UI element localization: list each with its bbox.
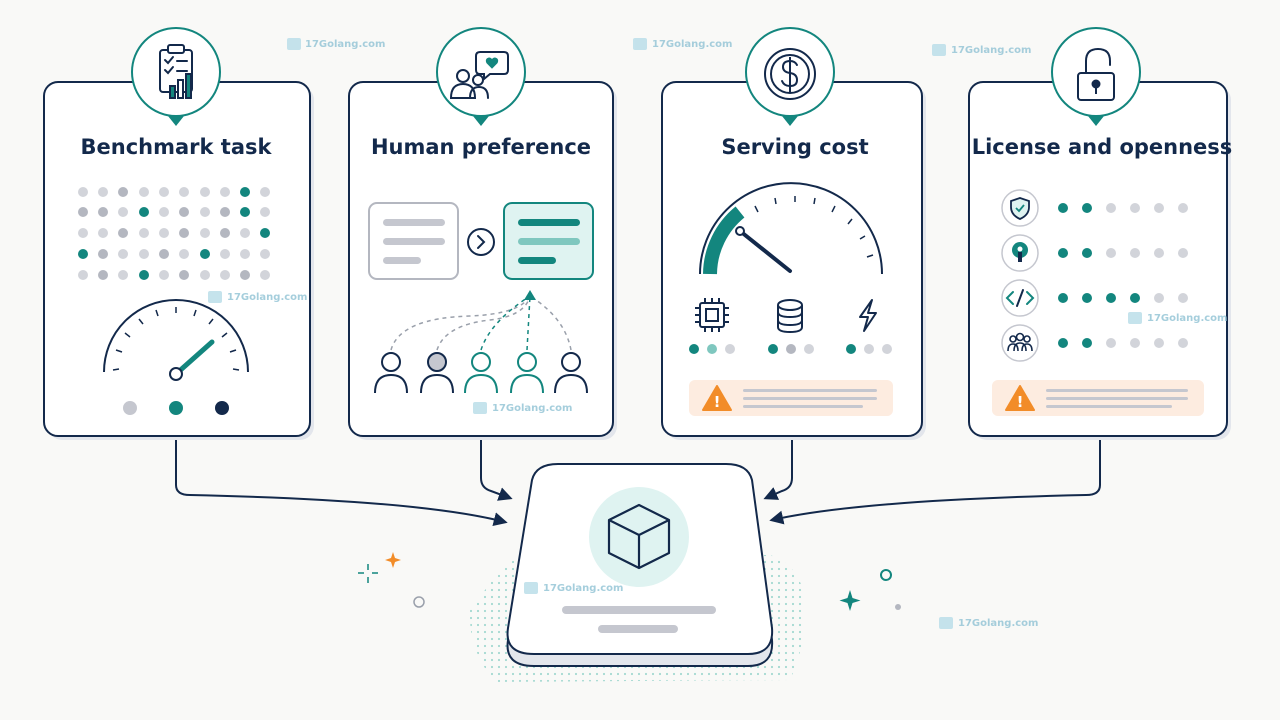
connector-license [769, 437, 1101, 525]
cost-gauge [699, 182, 883, 275]
sparkle-icon [839, 590, 861, 611]
svg-text:!: ! [714, 393, 721, 411]
license-row-code [1001, 279, 1188, 317]
person-icon [554, 352, 588, 394]
keyhole-icon [1012, 242, 1028, 262]
watermark: 17Golang.com [633, 38, 732, 50]
license-row-key [1001, 234, 1188, 272]
warning-icon [1005, 385, 1035, 411]
card-benchmark: Benchmark task [43, 27, 314, 440]
voters-row [374, 352, 588, 394]
person-icon [420, 352, 454, 394]
cpu-chip-icon [695, 298, 729, 332]
sparkle-icon [358, 564, 378, 583]
person-icon [464, 352, 498, 394]
card-preference: Human preference [348, 27, 617, 440]
watermark: 17Golang.com [932, 44, 1031, 56]
connectors [175, 437, 1101, 526]
card-title: Human preference [371, 135, 591, 159]
benchmark-legend-dots [123, 401, 229, 415]
watermark: 17Golang.com [208, 291, 307, 303]
svg-text:!: ! [1017, 393, 1024, 411]
connector-cost [763, 437, 793, 500]
vote-lines [390, 295, 572, 351]
svg-text:17Golang.com: 17Golang.com [951, 45, 1031, 56]
dollar-coin-icon [764, 48, 816, 100]
comparison-chevron-icon [467, 228, 495, 256]
icon-badge [436, 27, 526, 117]
svg-text:17Golang.com: 17Golang.com [1147, 313, 1227, 324]
watermarks: 17Golang.com 17Golang.com 17Golang.com 1… [208, 38, 1227, 629]
person-icon [374, 352, 408, 394]
central-model-hub [469, 463, 806, 682]
watermark: 17Golang.com [939, 617, 1038, 629]
code-brackets-icon [1005, 289, 1035, 307]
person-icon [510, 352, 544, 394]
cost-warning-banner: ! [689, 380, 893, 416]
decorations [358, 552, 901, 611]
svg-text:17Golang.com: 17Golang.com [492, 403, 572, 414]
clipboard-chart-icon [159, 44, 193, 99]
cost-indicator-dots [689, 344, 892, 354]
card-title: License and openness [972, 135, 1233, 159]
sparkle-icon [385, 552, 401, 568]
license-row-community [1001, 324, 1188, 362]
lightning-icon [859, 299, 877, 332]
svg-text:17Golang.com: 17Golang.com [652, 39, 732, 50]
card-title: Benchmark task [81, 135, 273, 159]
svg-text:17Golang.com: 17Golang.com [227, 292, 307, 303]
svg-text:17Golang.com: 17Golang.com [305, 39, 385, 50]
community-icon [1007, 332, 1033, 352]
vote-arrow-icon [524, 290, 536, 300]
card-cost: Serving cost [661, 27, 926, 440]
svg-text:17Golang.com: 17Golang.com [958, 618, 1038, 629]
license-warning-banner: ! [992, 380, 1204, 416]
connector-benchmark [175, 437, 508, 526]
watermark: 17Golang.com [1128, 312, 1227, 324]
watermark: 17Golang.com [287, 38, 385, 50]
card-title: Serving cost [721, 135, 868, 159]
database-icon [777, 299, 803, 334]
response-option-a [368, 202, 459, 280]
gauge-needle [738, 229, 792, 273]
icon-badge [131, 27, 221, 117]
benchmark-gauge [103, 299, 249, 381]
svg-text:17Golang.com: 17Golang.com [543, 583, 623, 594]
warning-icon [702, 385, 732, 411]
response-option-b-preferred [503, 202, 594, 280]
benchmark-dot-grid [78, 187, 270, 280]
watermark: 17Golang.com [473, 402, 572, 414]
card-license: License and openness [968, 27, 1233, 440]
connector-preference [480, 437, 513, 501]
cube-icon [607, 503, 671, 570]
gauge-needle [173, 339, 215, 377]
people-heart-icon [449, 51, 509, 99]
watermark: 17Golang.com [524, 582, 623, 594]
license-row-shield [1001, 189, 1188, 227]
open-padlock-icon [1077, 47, 1115, 101]
